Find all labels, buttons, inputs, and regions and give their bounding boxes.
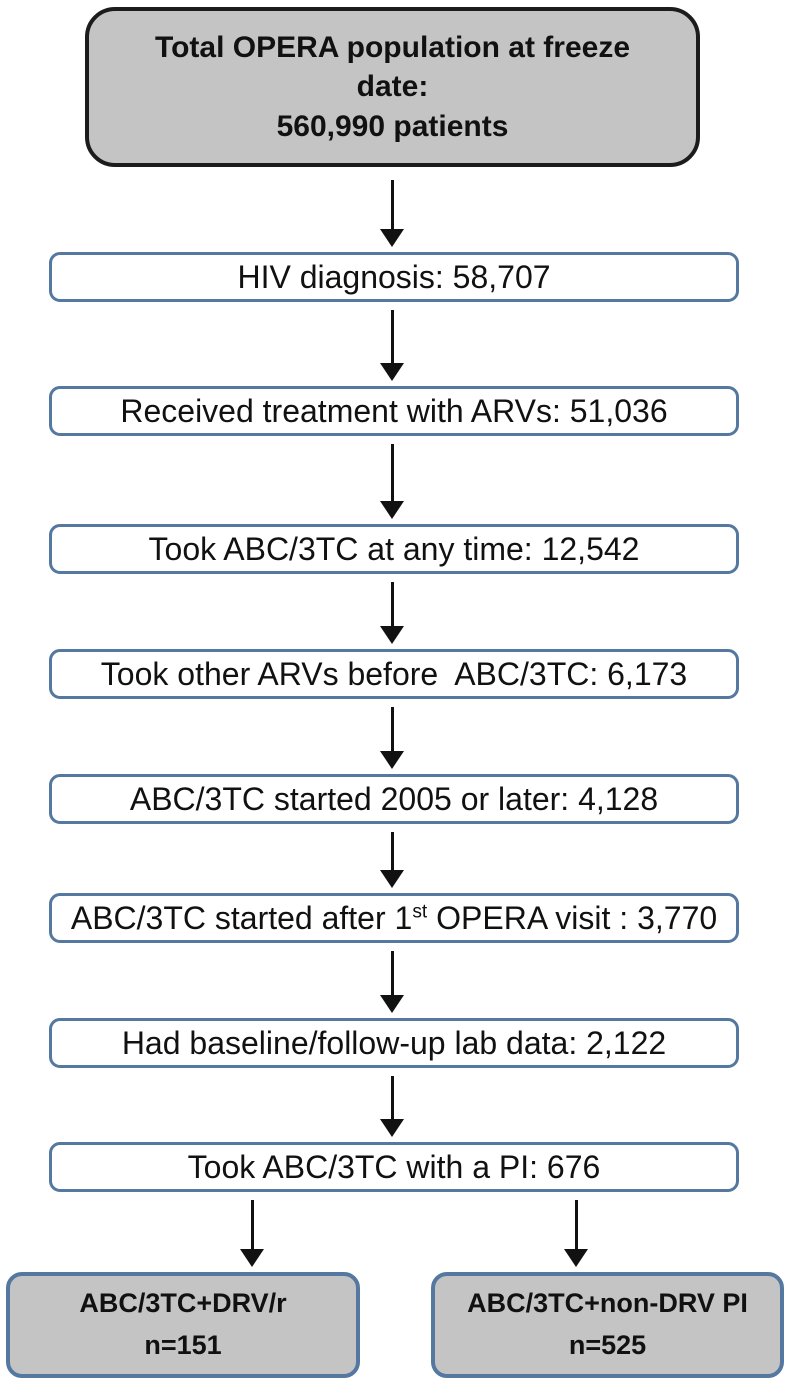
flow-step-label-suffix: OPERA visit : 3,770 (427, 900, 718, 936)
flow-step-label: Took other ARVs before ABC/3TC: 6,173 (100, 656, 688, 692)
outcome-regimen-label: ABC/3TC+DRV/r (79, 1288, 287, 1319)
flow-step-baseline-followup-lab: Had baseline/follow-up lab data: 2,122 (49, 1018, 739, 1068)
down-arrow-left-branch (239, 1200, 265, 1267)
down-arrow (379, 444, 405, 519)
down-arrow (379, 707, 405, 769)
arrow-head-icon (380, 995, 404, 1013)
arrow-shaft (250, 1200, 254, 1252)
flow-step-label-prefix: ABC/3TC started after 1 (70, 900, 413, 936)
flow-step-received-arv-treatment: Received treatment with ARVs: 51,036 (49, 386, 739, 436)
arrow-shaft (390, 582, 394, 629)
total-population-line3: 560,990 patients (276, 109, 509, 143)
down-arrow (379, 180, 405, 247)
ordinal-superscript: st (412, 901, 428, 923)
flow-step-label: HIV diagnosis: 58,707 (237, 259, 551, 295)
flow-step-label: Took ABC/3TC at any time: 12,542 (148, 531, 640, 567)
outcome-box-drv-r: ABC/3TC+DRV/r n=151 (6, 1272, 360, 1378)
flow-step-other-arvs-before: Took other ARVs before ABC/3TC: 6,173 (49, 649, 739, 699)
arrow-head-icon (380, 626, 404, 644)
flow-step-label: Received treatment with ARVs: 51,036 (120, 393, 668, 429)
arrow-head-icon (240, 1249, 264, 1267)
arrow-head-icon (380, 229, 404, 247)
arrow-head-icon (380, 501, 404, 519)
total-population-line1: Total OPERA population at freeze (154, 30, 631, 64)
flow-step-label: Took ABC/3TC with a PI: 676 (187, 1149, 601, 1185)
total-population-line2: date: (356, 70, 429, 104)
arrow-shaft (390, 310, 394, 366)
down-arrow (379, 1076, 405, 1137)
total-population-box: Total OPERA population at freeze date: 5… (85, 7, 700, 167)
outcome-n-label: n=525 (568, 1330, 647, 1360)
arrow-head-icon (380, 870, 404, 888)
arrow-shaft (390, 707, 394, 754)
arrow-head-icon (380, 363, 404, 381)
arrow-shaft (390, 444, 394, 504)
flow-step-started-2005-or-later: ABC/3TC started 2005 or later: 4,128 (49, 774, 739, 824)
flow-step-abc3tc-with-pi: Took ABC/3TC with a PI: 676 (49, 1142, 739, 1192)
outcome-regimen-label: ABC/3TC+non-DRV PI (467, 1288, 748, 1319)
down-arrow (379, 582, 405, 644)
flow-step-took-abc3tc-any-time: Took ABC/3TC at any time: 12,542 (49, 524, 739, 574)
outcome-n-label: n=151 (144, 1330, 222, 1360)
flow-step-label: ABC/3TC started after 1st OPERA visit : … (71, 902, 717, 934)
outcome-box-non-drv-pi: ABC/3TC+non-DRV PI n=525 (431, 1272, 784, 1378)
down-arrow (379, 832, 405, 888)
flow-step-started-after-first-visit: ABC/3TC started after 1st OPERA visit : … (49, 893, 739, 943)
arrow-shaft (390, 180, 394, 232)
arrow-shaft (574, 1200, 578, 1252)
arrow-shaft (390, 1076, 394, 1122)
flow-step-hiv-diagnosis: HIV diagnosis: 58,707 (49, 252, 739, 302)
arrow-shaft (390, 951, 394, 998)
down-arrow (379, 951, 405, 1013)
down-arrow-right-branch (563, 1200, 589, 1267)
arrow-head-icon (564, 1249, 588, 1267)
arrow-shaft (390, 832, 394, 873)
flow-step-label: Had baseline/follow-up lab data: 2,122 (121, 1025, 667, 1061)
down-arrow (379, 310, 405, 381)
flow-step-label: ABC/3TC started 2005 or later: 4,128 (129, 781, 659, 817)
arrow-head-icon (380, 1119, 404, 1137)
arrow-head-icon (380, 751, 404, 769)
